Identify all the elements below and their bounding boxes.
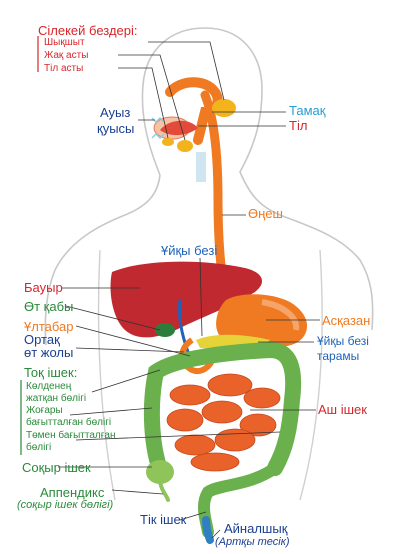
esophagus-label: Өңеш bbox=[248, 206, 283, 221]
bile-duct-label-2: өт жолы bbox=[24, 345, 74, 360]
tongue-label: Тіл bbox=[289, 118, 308, 133]
mouth-label-1: Ауыз bbox=[100, 105, 131, 120]
cecum-shape bbox=[146, 460, 174, 484]
small-intestine-label: Аш ішек bbox=[318, 402, 367, 417]
anus-note: (Артқы тесік) bbox=[215, 536, 290, 548]
descending-colon-label-2: бөлігі bbox=[26, 442, 52, 453]
mouth-label-2: қуысы bbox=[97, 121, 135, 136]
pharynx-shape bbox=[165, 77, 223, 145]
submandibular-gland-shape bbox=[177, 140, 193, 152]
anus-label: Айналшық bbox=[224, 521, 288, 536]
parotid-gland-shape bbox=[212, 99, 236, 117]
duodenum-label: Ұлтабар bbox=[24, 319, 74, 334]
body-outline bbox=[44, 27, 374, 346]
sublingual-label: Тіл асты bbox=[44, 63, 84, 74]
stomach-label: Асқазан bbox=[322, 313, 371, 328]
appendix-label: Аппендикс bbox=[40, 485, 105, 500]
liver-shape bbox=[110, 261, 263, 338]
colon-shape bbox=[143, 341, 302, 478]
pharynx-label: Тамақ bbox=[289, 103, 326, 118]
appendix-note: (соқыр ішек бөлігі) bbox=[17, 499, 114, 511]
bile-duct-label-1: Ортақ bbox=[24, 332, 60, 347]
sublingual-gland-shape bbox=[162, 138, 174, 146]
pancreatic-duct-label-1: Ұйқы безі bbox=[317, 334, 369, 348]
appendix-shape bbox=[158, 480, 170, 502]
liver-label: Бауыр bbox=[24, 280, 63, 295]
leader-lines bbox=[58, 41, 320, 539]
small-intestine-shape bbox=[166, 373, 281, 472]
cecum-label: Соқыр ішек bbox=[22, 460, 91, 475]
salivary-glands-heading: Сілекей бездері: bbox=[38, 23, 138, 38]
pancreatic-duct-label-2: тарамы bbox=[317, 349, 360, 363]
body-outline-lower bbox=[97, 249, 323, 501]
transverse-colon-label-1: Көлденең bbox=[26, 381, 72, 392]
rectum-label: Тік ішек bbox=[140, 512, 187, 527]
ascending-colon-label-1: Жоғары bbox=[26, 405, 63, 416]
tongue-shape bbox=[160, 120, 198, 136]
trachea-shape bbox=[196, 152, 206, 182]
stomach-highlight bbox=[261, 299, 300, 331]
anus-shape bbox=[202, 516, 214, 544]
pancreas-label: Ұйқы безі bbox=[161, 243, 218, 258]
submandibular-label: Жақ асты bbox=[44, 50, 89, 61]
colon-heading: Тоқ ішек: bbox=[24, 365, 78, 380]
gallbladder-shape bbox=[155, 323, 175, 337]
transverse-colon-label-2: жатқан бөлігі bbox=[26, 393, 87, 404]
ascending-colon-label-2: бағытталған бөлігі bbox=[26, 417, 112, 428]
parotid-label: Шықшыт bbox=[44, 37, 85, 48]
gallbladder-label: Өт қабы bbox=[24, 299, 74, 314]
descending-colon-label-1: Төмен бағытталған bbox=[26, 430, 116, 441]
